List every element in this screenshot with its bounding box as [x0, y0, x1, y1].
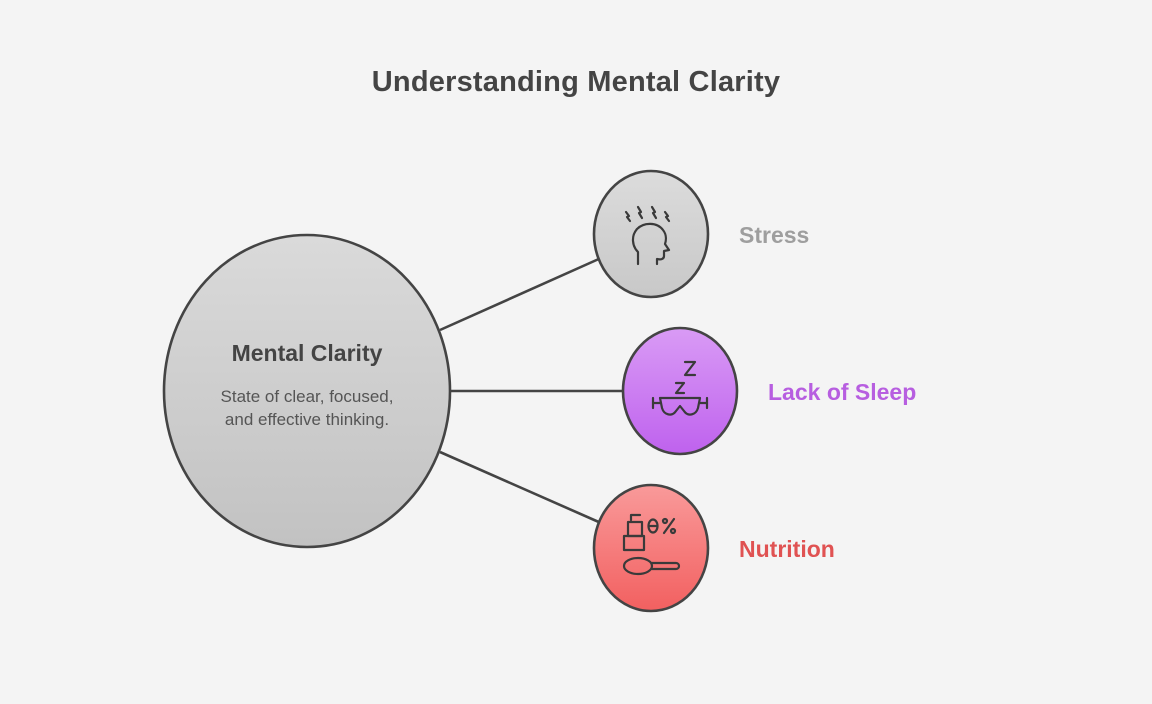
lack-of-sleep-label: Lack of Sleep	[768, 379, 917, 405]
nutrition-node	[592, 483, 710, 613]
center-description: State of clear, focused, and effective t…	[220, 387, 394, 429]
food-scale-icon	[622, 513, 681, 576]
stress-node	[592, 169, 710, 299]
center-text: Mental Clarity State of clear, focused, …	[164, 340, 450, 431]
stressed-head-icon	[624, 205, 671, 266]
sleep-mask-icon	[651, 360, 709, 416]
nutrition-label: Nutrition	[739, 536, 835, 562]
lack-of-sleep-node	[621, 326, 739, 456]
center-title: Mental Clarity	[231, 340, 383, 366]
connector-nutrition	[439, 450, 602, 525]
connector-stress	[439, 256, 602, 332]
stress-label: Stress	[739, 222, 810, 248]
page-title: Understanding Mental Clarity	[371, 66, 781, 98]
mental-clarity-node	[162, 233, 452, 549]
